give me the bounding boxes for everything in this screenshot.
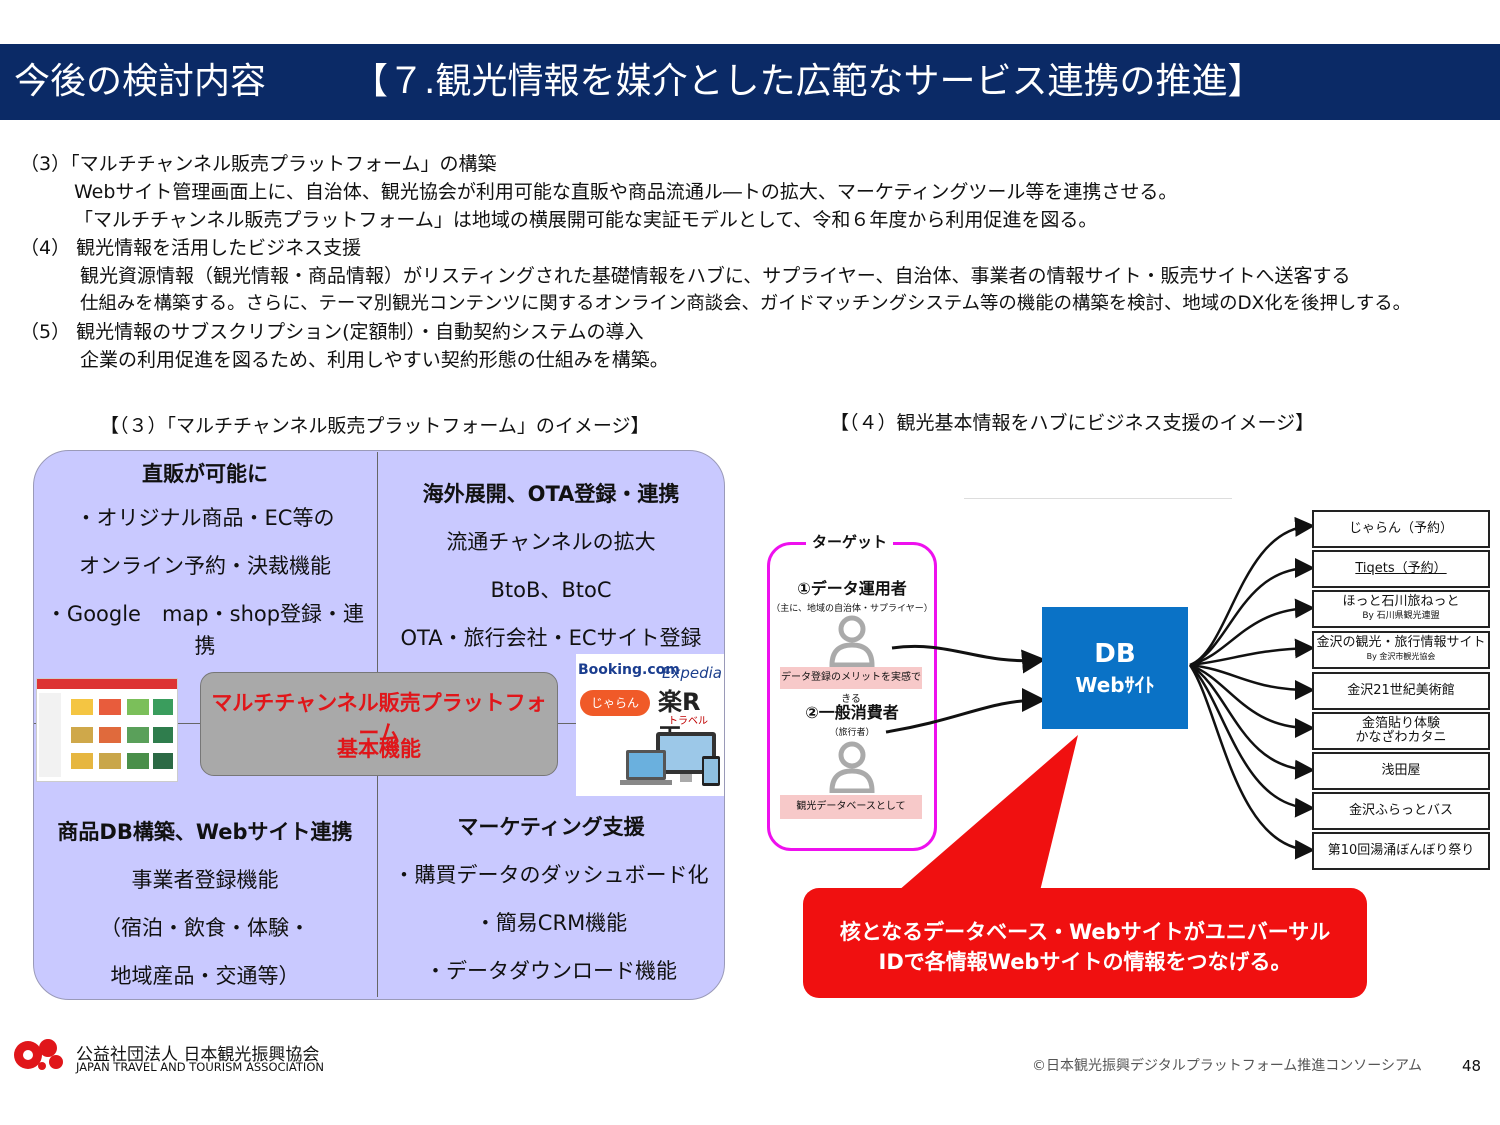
callout-line-2: IDで各情報Webサイトの情報をつなげる。 xyxy=(878,950,1292,974)
platform-core-box: マルチチャンネル販売プラットフォーム 基本機能 xyxy=(200,672,558,776)
data-operator-note: （主に、地域の自治体・サプライヤー） xyxy=(771,604,933,614)
page-subtitle: 【７.観光情報を媒介とした広範なサービス連携の推進】 xyxy=(352,61,1264,102)
db-label: DB xyxy=(1094,639,1136,669)
quadrant-heading: 直販が可能に xyxy=(142,462,268,486)
quadrant-line: ・購買データのダッシュボード化 xyxy=(393,863,709,887)
body-line-2: Webサイト管理画面上に、自治体、観光協会が利用可能な直販や商品流通ル―トの拡大… xyxy=(74,181,1178,203)
site-label: 金沢ふらっとバス xyxy=(1348,803,1453,818)
body-line-4: （4） 観光情報を活用したビジネス支援 xyxy=(20,237,362,259)
quadrant-line: ・Google map・shop登録・連 xyxy=(45,602,365,626)
connector-arrows xyxy=(885,516,1315,860)
site-label: 金沢21世紀美術館 xyxy=(1347,683,1455,698)
quadrant-direct-sales: 直販が可能に ・オリジナル商品・EC等の オンライン予約・決裁機能 ・Googl… xyxy=(40,458,370,660)
quadrant-line: ・データダウンロード機能 xyxy=(425,959,677,983)
page-number: 48 xyxy=(1462,1057,1482,1075)
site-box-bonbori-festival: 第10回湯涌ぼんぼり祭り xyxy=(1312,832,1490,870)
site-label: 浅田屋 xyxy=(1381,763,1421,778)
quadrant-line: 事業者登録機能 xyxy=(131,868,279,892)
page-title: 今後の検討内容 xyxy=(14,61,267,102)
quadrant-line: ・簡易CRM機能 xyxy=(474,911,628,935)
site-label: Tiqets（予約） xyxy=(1355,561,1447,576)
admin-screenshot xyxy=(36,678,178,782)
callout-pointer xyxy=(898,735,1078,891)
divider-line xyxy=(964,498,1232,499)
org-name-jp: 公益社団法人 日本観光振興協会 xyxy=(76,1045,320,1065)
rakuten-travel-label: トラベル xyxy=(668,716,708,727)
quadrant-line: BtoB、BtoC xyxy=(490,578,612,602)
target-label: ターゲット xyxy=(806,531,894,552)
site-label: ほっと石川旅ねっと xyxy=(1342,594,1460,609)
quadrant-line: オンライン予約・決裁機能 xyxy=(79,554,331,578)
org-name-en: JAPAN TRAVEL AND TOURISM ASSOCIATION xyxy=(76,1060,324,1074)
site-box-kanazawa-tourism: 金沢の観光・旅行情報サイト By 金沢市観光協会 xyxy=(1312,631,1490,669)
site-box-tiqets: Tiqets（予約） xyxy=(1312,550,1490,588)
target-box: ターゲット ①データ運用者 （主に、地域の自治体・サプライヤー） データ登録のメ… xyxy=(767,531,937,851)
title-bar: 今後の検討内容 【７.観光情報を媒介とした広範なサービス連携の推進】 xyxy=(0,44,1500,120)
jalan-logo: じゃらん xyxy=(580,690,650,716)
platform-core-subtitle: 基本機能 xyxy=(337,737,421,761)
platform-core-title: マルチチャンネル販売プラットフォーム xyxy=(211,691,547,745)
person-icon xyxy=(829,615,875,667)
quadrant-heading: マーケティング支援 xyxy=(457,815,645,839)
booking-logo: Booking.com xyxy=(578,662,680,678)
site-sublabel: かなざわカタニ xyxy=(1355,730,1447,745)
website-label: Webｻｲﾄ xyxy=(1075,673,1155,697)
db-website-box: DB Webｻｲﾄ xyxy=(1042,607,1188,729)
site-box-hotto-ishikawa: ほっと石川旅ねっと By 石川県観光連盟 xyxy=(1312,590,1490,628)
site-box-21st-century-museum: 金沢21世紀美術館 xyxy=(1312,672,1490,710)
site-label: じゃらん（予約） xyxy=(1348,521,1453,536)
copyright: ©日本観光振興デジタルプラットフォーム推進コンソーシアム xyxy=(1032,1058,1423,1074)
left-section-title: 【（３）「マルチチャンネル販売プラットフォーム」のイメージ】 xyxy=(100,415,650,437)
admin-screenshot-image xyxy=(37,679,177,777)
site-sublabel: By 金沢市観光協会 xyxy=(1366,652,1436,661)
quadrant-line: 地域産品・交通等） xyxy=(110,964,300,988)
body-line-3: 「マルチチャンネル販売プラットフォーム」は地域の横展開可能な実証モデルとして、令… xyxy=(74,209,1098,231)
quadrant-line: OTA・旅行会社・ECサイト登録 xyxy=(400,626,702,650)
site-box-jalan: じゃらん（予約） xyxy=(1312,510,1490,548)
right-section-title: 【（４）観光基本情報をハブにビジネス支援のイメージ】 xyxy=(830,412,1315,434)
quadrant-heading: 商品DB構築、Webサイト連携 xyxy=(57,820,353,844)
quadrant-line: ・オリジナル商品・EC等の xyxy=(75,506,335,530)
expedia-logo: Expedia xyxy=(662,664,722,682)
data-operator-label: ①データ運用者 xyxy=(797,579,907,598)
body-line-6: 仕組みを構築する。さらに、テーマ別観光コンテンツに関するオンライン商談会、ガイド… xyxy=(80,293,1412,314)
callout-box: 核となるデータベース・Webサイトがユニバーサル IDで各情報Webサイトの情報… xyxy=(803,888,1367,998)
body-line-8: 企業の利用促進を図るため、利用しやすい契約形態の仕組みを構築。 xyxy=(80,349,669,371)
site-label: 第10回湯涌ぼんぼり祭り xyxy=(1327,843,1475,858)
quadrant-product-db: 商品DB構築、Webサイト連携 事業者登録機能 （宿泊・飲食・体験・ 地域産品・… xyxy=(40,816,370,990)
body-line-7: （5） 観光情報のサブスクリプション(定額制）・自動契約システムの導入 xyxy=(20,321,644,343)
consumer-label: ②一般消費者 xyxy=(805,703,899,722)
body-line-1: （3）「マルチチャンネル販売プラットフォーム」の構築 xyxy=(20,153,497,175)
body-line-5: 観光資源情報（観光情報・商品情報）がリスティングされた基礎情報をハブに、サプライ… xyxy=(80,265,1351,287)
quadrant-line: 携 xyxy=(194,634,216,658)
quadrant-overseas: 海外展開、OTA登録・連携 流通チャンネルの拡大 BtoB、BtoC OTA・旅… xyxy=(383,478,719,652)
consumer-note: （旅行者） xyxy=(829,728,875,738)
site-box-gold-leaf: 金箔貼り体験 かなざわカタニ xyxy=(1312,712,1490,750)
data-operator-benefit: データ登録のメリットを実感できる xyxy=(780,667,922,705)
quadrant-marketing: マーケティング支援 ・購買データのダッシュボード化 ・簡易CRM機能 ・データダ… xyxy=(383,811,719,985)
person-icon xyxy=(829,741,875,793)
callout-line-1: 核となるデータベース・Webサイトがユニバーサル xyxy=(839,920,1331,944)
quadrant-line: （宿泊・飲食・体験・ xyxy=(100,916,310,940)
site-box-flat-bus: 金沢ふらっとバス xyxy=(1312,792,1490,830)
jnto-logo-icon xyxy=(14,1039,63,1070)
site-box-asadaya: 浅田屋 xyxy=(1312,752,1490,790)
ota-logos: Booking.com Expedia じゃらん 楽R天 トラベル xyxy=(576,654,724,796)
devices-image xyxy=(620,732,720,786)
quadrant-heading: 海外展開、OTA登録・連携 xyxy=(422,482,680,506)
site-sublabel: By 石川県観光連盟 xyxy=(1362,611,1440,621)
site-label: 金沢の観光・旅行情報サイト xyxy=(1316,635,1486,650)
consumer-benefit: 観光データベースとして xyxy=(780,795,922,819)
site-label: 金箔貼り体験 xyxy=(1361,716,1440,731)
quadrant-line: 流通チャンネルの拡大 xyxy=(446,530,656,554)
